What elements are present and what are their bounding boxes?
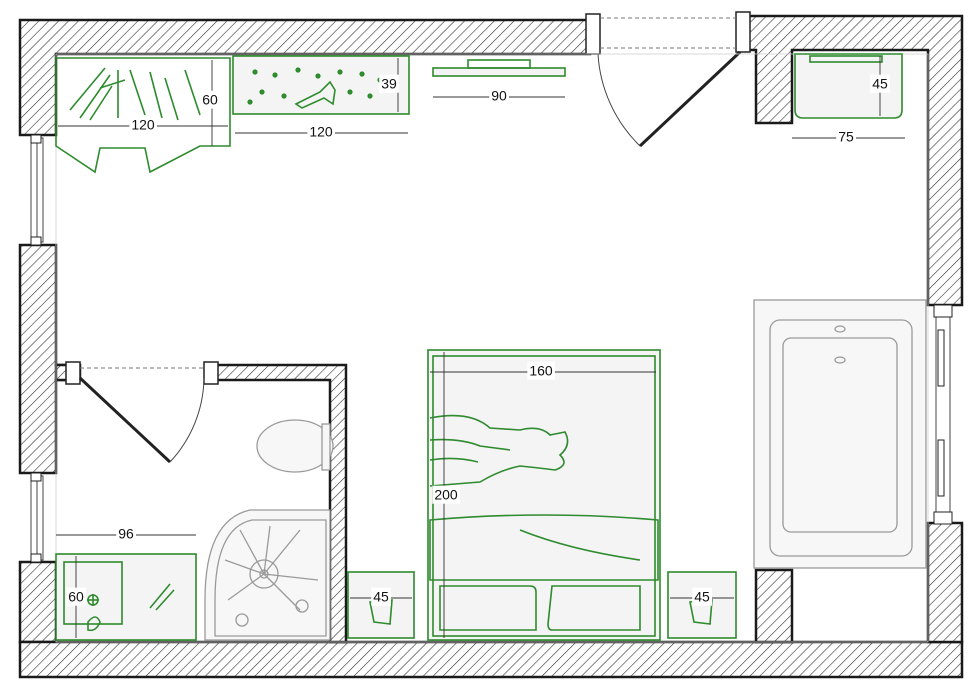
room-floor [55, 53, 929, 643]
left-wall-middle [18, 243, 72, 475]
shower [204, 509, 331, 641]
bottom-wall [18, 640, 964, 679]
dimension-label-background [692, 587, 712, 606]
shoe-cabinet-depth-label: 39 [381, 76, 397, 92]
dimension-label-background [66, 587, 86, 606]
shoe-cabinet-width-label: 120 [309, 124, 333, 140]
entrance-door [585, 11, 751, 148]
vanity-width-label: 96 [118, 526, 134, 542]
bed-width-label: 160 [529, 363, 553, 379]
windows [30, 134, 953, 563]
wardrobe-width-label: 120 [131, 117, 155, 133]
tv-unit-width-label: 90 [491, 88, 507, 104]
tv-unit: 90 [432, 59, 566, 105]
dimension-label-background [129, 115, 157, 134]
toilet [256, 419, 334, 473]
dimension-label-background [379, 74, 399, 93]
dimension-label-background [836, 127, 856, 146]
left-wall-bottom [18, 560, 58, 644]
desk: 45 75 [792, 53, 905, 146]
shoe-cabinet: 39 120 [232, 55, 410, 141]
walls [18, 14, 964, 679]
dimension-label-background [489, 86, 509, 105]
dimension-label-background [527, 361, 555, 380]
alcove-wall [754, 568, 794, 644]
dimension-label-background [870, 74, 890, 93]
nightstand-left-width-label: 45 [373, 589, 389, 605]
wardrobe: 120 60 [55, 57, 231, 174]
dimension-label-background [432, 485, 460, 504]
dimension-label-background [116, 524, 136, 543]
dimension-label-background [371, 587, 391, 606]
wardrobe-depth-label: 60 [202, 92, 218, 108]
bed: 160 200 [427, 349, 661, 641]
right-wall-bottom [926, 521, 964, 644]
bathtub [753, 299, 927, 569]
vanity-depth-label: 60 [68, 589, 84, 605]
bathroom-door [65, 361, 219, 464]
nightstand-left: 45 [347, 571, 415, 639]
top-wall-right [740, 14, 964, 307]
nightstand-right-width-label: 45 [694, 589, 710, 605]
dimension-label-background [200, 90, 220, 109]
bed-length-label: 200 [434, 487, 458, 503]
desk-depth-label: 45 [872, 76, 888, 92]
nightstand-right: 45 [667, 571, 737, 639]
dimension-label-background [307, 122, 335, 141]
desk-width-label: 75 [838, 129, 854, 145]
vanity: 96 60 [55, 524, 197, 641]
